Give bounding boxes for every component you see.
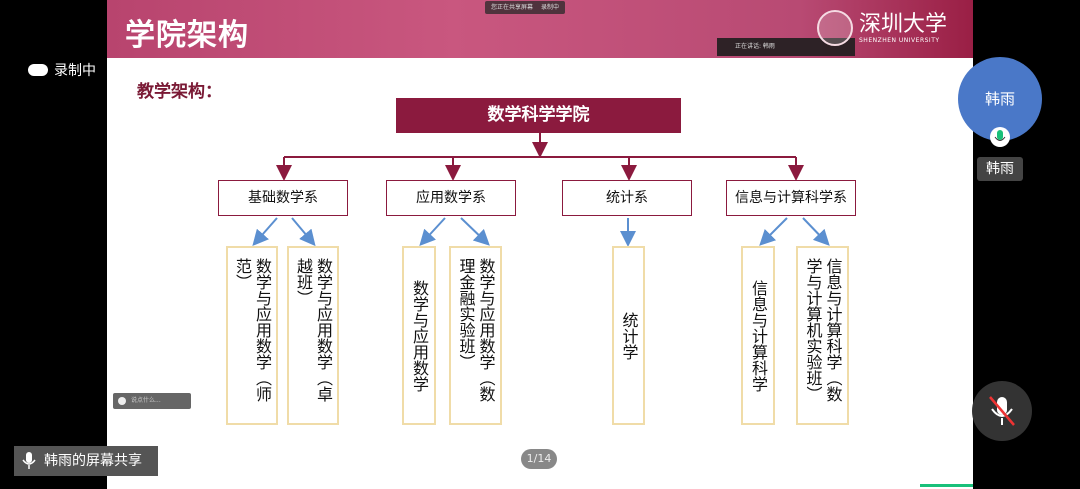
cloud-icon	[28, 64, 48, 76]
department-node: 信息与计算科学系	[726, 180, 856, 216]
major-node: 数学与应用数学（卓越班）	[287, 246, 339, 425]
major-node: 数学与应用数学（数理金融实验班）	[449, 246, 502, 425]
department-node: 基础数学系	[218, 180, 348, 216]
mute-button[interactable]	[972, 381, 1032, 441]
share-status: 您正在共享屏幕	[491, 4, 534, 11]
recording-indicator: 录制中	[28, 60, 96, 80]
major-node: 数学与应用数学	[402, 246, 436, 425]
logo-text: 深圳大学	[859, 11, 948, 37]
department-node: 应用数学系	[386, 180, 516, 216]
section-subtitle: 教学架构：	[137, 82, 222, 102]
rec-status: 录制中	[541, 4, 560, 11]
comment-input[interactable]: 说点什么...	[113, 393, 191, 409]
speaking-indicator: 正在讲话: 韩雨	[717, 38, 855, 56]
major-node: 信息与计算科学（数学与计算机实验班）	[796, 246, 849, 425]
mic-muted-icon	[989, 396, 1015, 426]
mic-icon	[990, 127, 1010, 147]
emoji-icon	[118, 397, 126, 405]
screen-share-label: 韩雨的屏幕共享	[14, 446, 158, 476]
page-indicator: 1/14	[521, 449, 557, 469]
logo-sub: SHENZHEN UNIVERSITY	[859, 36, 940, 44]
participant-name: 韩雨	[977, 157, 1023, 181]
share-border	[920, 484, 973, 487]
slide-title: 学院架构	[125, 18, 249, 53]
department-node: 统计系	[562, 180, 692, 216]
mic-icon	[22, 452, 36, 469]
major-node: 数学与应用数学（师范）	[226, 246, 278, 425]
share-label-text: 韩雨的屏幕共享	[44, 453, 142, 469]
comment-placeholder: 说点什么...	[131, 397, 161, 404]
recording-label: 录制中	[54, 63, 96, 79]
root-node: 数学科学学院	[396, 98, 681, 133]
org-connectors	[252, 133, 830, 247]
major-node: 信息与计算科学	[741, 246, 775, 425]
share-status-pill[interactable]: 您正在共享屏幕录制中	[485, 1, 566, 14]
seal-icon	[817, 10, 853, 46]
major-node: 统计学	[612, 246, 645, 425]
